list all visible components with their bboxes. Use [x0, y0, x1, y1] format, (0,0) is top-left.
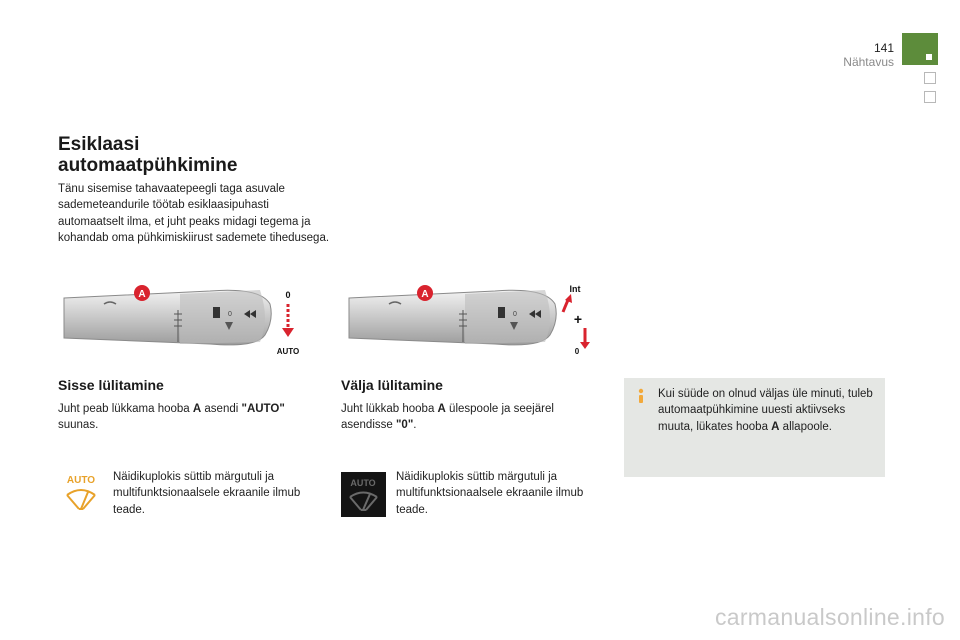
text-fragment: ülespoole ja seejärel asendisse: [341, 403, 554, 432]
icon-label: AUTO: [67, 475, 95, 486]
lever-ref: A: [192, 403, 202, 415]
text-fragment: allapoole.: [779, 420, 832, 433]
callout-a-marker: [417, 285, 433, 301]
auto-wiper-warning-icon: AUTO: [66, 475, 96, 510]
auto-wiper-dark-icon-box: AUTO: [341, 472, 386, 517]
auto-wiper-dark-icon: AUTO: [349, 478, 378, 511]
chapter-tab[interactable]: [924, 72, 936, 84]
info-note-text: Kui süüde on olnud väljas üle minuti, tu…: [658, 386, 874, 435]
section-heading-switch-off: Välja lülitamine: [341, 377, 443, 393]
switch-on-paragraph: Juht peab lükkama hooba A asendi "AUTO" …: [58, 401, 320, 434]
icon-label: AUTO: [350, 478, 375, 488]
page-title: Esiklaasi automaatpühkimine: [58, 134, 238, 176]
position-ref: "AUTO": [241, 403, 285, 415]
wiper-stalk-figure-auto: 0 A 0 AUTO: [63, 285, 300, 356]
switch-on-indicator-text: Näidikuplokis süttib märgutuli ja multif…: [113, 471, 301, 516]
position-label-int: Int: [570, 284, 581, 294]
text-fragment: Juht lükkab hooba: [341, 403, 438, 415]
arrow-down-icon: [580, 342, 590, 349]
text-fragment: asendi: [201, 403, 242, 415]
arrow-down-icon: [282, 328, 294, 337]
callout-a-marker: [134, 285, 150, 301]
text-fragment: Kui süüde on olnud väljas üle minuti, tu…: [658, 388, 873, 433]
text-fragment: suunas.: [58, 419, 99, 432]
plus-label: +: [574, 311, 582, 327]
lever-ref: A: [771, 420, 780, 433]
info-note: Kui süüde on olnud väljas üle minuti, tu…: [624, 378, 885, 477]
info-icon: [638, 388, 644, 403]
svg-text:0: 0: [228, 311, 232, 318]
position-label-auto: AUTO: [277, 347, 300, 356]
position-label-0: 0: [285, 290, 290, 300]
callout-a-label: A: [138, 289, 145, 300]
chapter-tab-active[interactable]: [902, 33, 938, 65]
wiper-stalk-figure-off: 0 A Int + 0: [348, 284, 590, 356]
page-number: 141: [873, 41, 894, 55]
chapter-tab[interactable]: [924, 91, 936, 103]
section-heading-switch-on: Sisse lülitamine: [58, 377, 164, 393]
switch-off-indicator-text: Näidikuplokis süttib märgutuli ja multif…: [396, 471, 584, 516]
tab-marker: [926, 54, 932, 60]
switch-off-paragraph: Juht lükkab hooba A ülespoole ja seejäre…: [341, 401, 603, 434]
text-fragment: Juht peab lükkama hooba: [58, 403, 193, 415]
svg-text:0: 0: [513, 311, 517, 318]
callout-a-label: A: [421, 289, 428, 300]
text-fragment: .: [413, 419, 417, 432]
position-ref: "0": [395, 419, 414, 432]
position-label-0: 0: [575, 347, 580, 356]
watermark: carmanualsonline.info: [714, 604, 945, 630]
intro-paragraph: Tänu sisemise tahavaatepeegli taga asuva…: [58, 183, 330, 245]
section-title: Nähtavus: [843, 55, 894, 69]
arrow-up-icon: [565, 294, 572, 303]
lever-ref: A: [437, 403, 446, 415]
